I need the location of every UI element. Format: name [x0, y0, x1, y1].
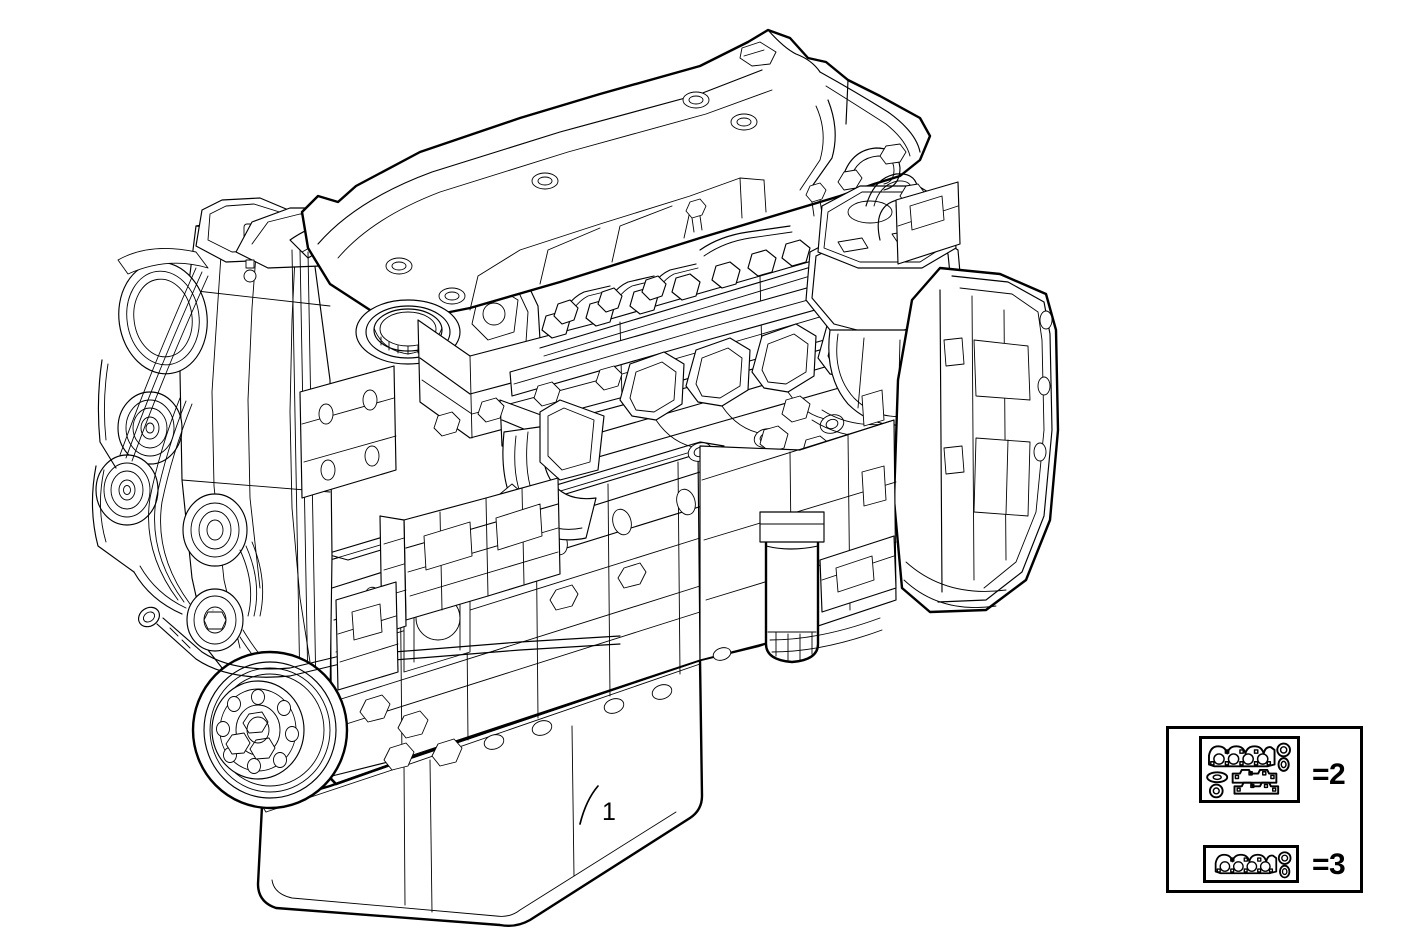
lower-right-details [769, 535, 897, 653]
injector-fitting [781, 239, 811, 267]
injector-fitting [747, 249, 777, 277]
belt-drive-pulleys [95, 248, 317, 697]
injector-fitting [671, 273, 701, 301]
rear-top-cover [895, 181, 961, 265]
valve-cover [300, 28, 932, 320]
oil-pan [256, 658, 704, 928]
injector-fitting [541, 299, 579, 339]
callout-1-leader [579, 785, 599, 825]
injector-fitting [585, 287, 623, 327]
crankshaft-pulley-damper [191, 650, 349, 810]
cylinder-head-gasket-set-icon [1199, 736, 1300, 803]
oil-filter [759, 511, 825, 664]
engine-mount-bracket [335, 581, 399, 691]
injector-fitting [629, 275, 667, 315]
accessory-mounting-plate [299, 365, 397, 499]
legend-label-qty-3: =3 [1312, 848, 1346, 881]
legend-label-qty-2: =2 [1312, 758, 1346, 791]
callout-1-label: 1 [602, 798, 616, 826]
block-hardware-details [359, 365, 732, 771]
belt-guard-bracket [91, 359, 187, 615]
fuel-injection-lines [539, 182, 851, 357]
flywheel-housing [892, 266, 1060, 614]
injector-fitting [711, 261, 741, 289]
cylinder-head-gasket-icon [1203, 845, 1299, 883]
